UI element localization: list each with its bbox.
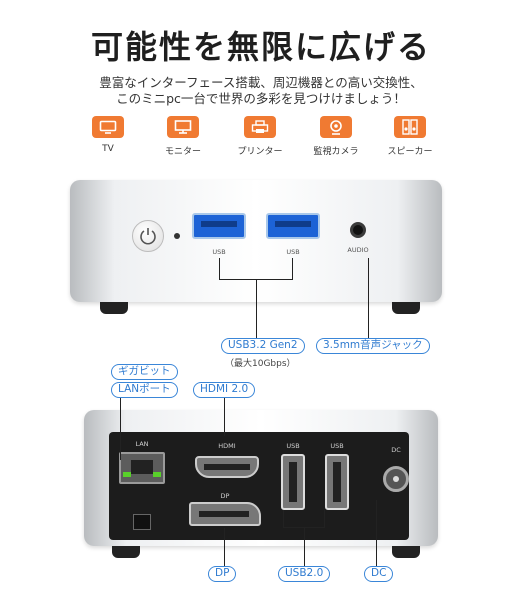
hdmi-connector-line bbox=[224, 398, 225, 436]
ethernet-led-left bbox=[123, 472, 131, 477]
ethernet-port bbox=[119, 452, 165, 484]
usb-bracket-line bbox=[219, 258, 293, 280]
device-label: プリンター bbox=[237, 147, 283, 157]
usb20-connector-line bbox=[304, 528, 305, 566]
device-camera: 監視カメラ bbox=[296, 116, 376, 157]
device-label: 監視カメラ bbox=[313, 147, 359, 157]
printer-icon bbox=[244, 116, 276, 138]
back-usb-port-left bbox=[281, 454, 305, 510]
front-foot-left bbox=[100, 302, 128, 314]
audio-connector-line bbox=[368, 258, 369, 338]
usb20-bracket-line bbox=[283, 510, 325, 528]
mini-pc-back: LAN HDMI DP USB USB DC bbox=[84, 410, 438, 546]
dc-label: DC bbox=[391, 446, 401, 454]
dc-connector-line bbox=[376, 500, 377, 566]
front-usb-port-right bbox=[266, 213, 320, 239]
dc-badge: DC bbox=[364, 566, 394, 582]
lan-badge-line2: LANポート bbox=[111, 382, 178, 398]
front-usb-label-left: USB bbox=[212, 248, 226, 256]
dp-label: DP bbox=[220, 492, 230, 500]
camera-icon bbox=[320, 116, 352, 138]
lan-connector-line bbox=[120, 398, 121, 460]
page-title: 可能性を無限に広げる bbox=[90, 28, 431, 66]
description-line-2: このミニpc一台で世界の多彩を見つけけましょう！ bbox=[116, 91, 406, 106]
device-tv: TV bbox=[68, 116, 148, 154]
hdmi-port bbox=[195, 456, 259, 478]
lock-slot bbox=[133, 514, 151, 530]
back-foot-left bbox=[112, 546, 140, 558]
power-button[interactable] bbox=[132, 220, 164, 252]
front-foot-right bbox=[392, 302, 420, 314]
audio-label: AUDIO bbox=[347, 246, 369, 254]
back-usb-label-left: USB bbox=[286, 442, 300, 450]
hdmi-label: HDMI bbox=[218, 442, 236, 450]
tv-icon bbox=[92, 116, 124, 138]
usb-connector-line bbox=[256, 280, 257, 338]
usb20-badge: USB2.0 bbox=[278, 566, 331, 582]
device-speaker: スピーカー bbox=[370, 116, 450, 157]
usb32-note: （最大10Gbps） bbox=[225, 359, 296, 369]
audio-jack bbox=[350, 222, 366, 238]
lan-badge-line1: ギガビット bbox=[111, 364, 178, 380]
dc-jack bbox=[383, 466, 409, 492]
usb32-badge: USB3.2 Gen2 bbox=[221, 338, 305, 354]
hdmi-badge: HDMI 2.0 bbox=[193, 382, 256, 398]
back-foot-right bbox=[392, 546, 420, 558]
front-usb-port-left bbox=[192, 213, 246, 239]
lan-label: LAN bbox=[135, 440, 149, 448]
monitor-icon bbox=[167, 116, 199, 138]
speaker-icon bbox=[394, 116, 426, 138]
back-usb-port-right bbox=[325, 454, 349, 510]
ethernet-led-right bbox=[153, 472, 161, 477]
front-usb-label-right: USB bbox=[286, 248, 300, 256]
device-monitor: モニター bbox=[143, 116, 223, 157]
dp-connector-line bbox=[224, 528, 225, 566]
description-line-1: 豊富なインターフェース搭載、周辺機器との高い交換性、 bbox=[99, 75, 423, 90]
device-label: モニター bbox=[164, 147, 201, 157]
back-usb-label-right: USB bbox=[330, 442, 344, 450]
displayport-port bbox=[189, 502, 261, 526]
dp-badge: DP bbox=[208, 566, 237, 582]
device-label: スピーカー bbox=[387, 147, 433, 157]
device-printer: プリンター bbox=[220, 116, 300, 157]
status-led bbox=[174, 233, 180, 239]
audio-jack-badge: 3.5mm音声ジャック bbox=[316, 338, 430, 354]
power-icon bbox=[140, 228, 156, 245]
rear-io-panel: LAN HDMI DP USB USB DC bbox=[109, 432, 409, 540]
device-label: TV bbox=[102, 144, 114, 154]
